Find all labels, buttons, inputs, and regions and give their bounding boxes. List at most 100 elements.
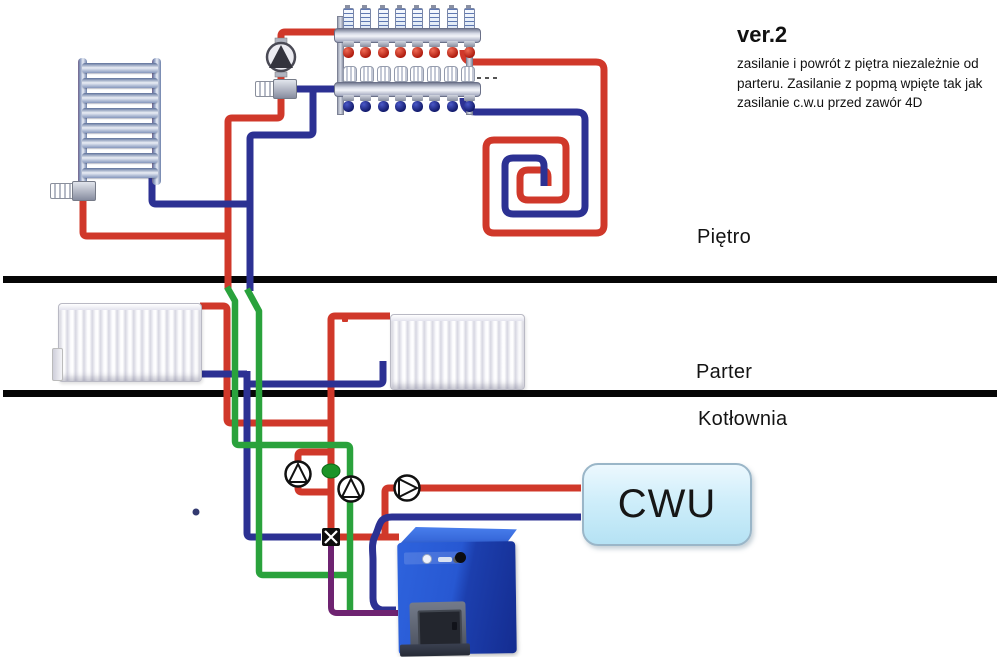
pipe-ground-supply-right bbox=[327, 312, 390, 529]
cwu-tank: CWU bbox=[582, 463, 752, 546]
pipe-boiler-return bbox=[328, 543, 398, 616]
radiator-valve-icon bbox=[72, 181, 96, 201]
manifold-bracket-icon bbox=[337, 16, 344, 115]
flow-meter-icon bbox=[412, 5, 424, 29]
pipe-ground-return-riser bbox=[243, 371, 321, 541]
label-floor-ground: Parter bbox=[696, 361, 753, 383]
pipe-cwu-return bbox=[369, 513, 581, 614]
annotation-line-3: zasilanie c.w.u przed zawór 4D bbox=[737, 95, 923, 110]
manifold-return-port-icon bbox=[377, 95, 389, 112]
manifold-return-port-icon bbox=[463, 95, 475, 112]
mixing-valve-4d-icon bbox=[322, 528, 340, 546]
thermo-actuator-icon bbox=[410, 66, 425, 82]
towel-bar bbox=[82, 168, 158, 178]
annotation-line-2: parteru. Zasilanie z popmą wpięte tak ja… bbox=[737, 75, 983, 91]
thermo-actuator-icon bbox=[393, 66, 408, 82]
towel-rail-right bbox=[152, 58, 161, 185]
manifold-supply-port-icon bbox=[343, 41, 354, 58]
flow-meter-icon bbox=[394, 5, 406, 29]
pipe-towel-return bbox=[148, 172, 250, 208]
manifold-return-port-icon bbox=[394, 95, 406, 112]
manifold-supply-port-icon bbox=[377, 41, 389, 58]
supply-port-row bbox=[343, 41, 475, 58]
thermo-actuator-icon bbox=[444, 66, 459, 82]
towel-bar bbox=[82, 153, 158, 163]
thermo-actuator-icon bbox=[427, 66, 442, 82]
towel-bar bbox=[82, 108, 158, 118]
manifold-supply-port-icon bbox=[429, 41, 441, 58]
pipe-ground-supply-left bbox=[200, 302, 330, 427]
manifold-return-bar bbox=[334, 82, 481, 97]
pipe-floorheating-supply-spiral bbox=[459, 49, 608, 237]
boiler-gauge-icon bbox=[422, 554, 432, 564]
pump-boiler-circuit-icon bbox=[284, 460, 312, 488]
label-floor-upper: Piętro bbox=[697, 226, 752, 248]
towel-rail-left bbox=[78, 58, 87, 185]
boiler-door-latch-icon bbox=[452, 622, 457, 630]
floor-slab-upper bbox=[3, 276, 997, 283]
drip-dot-artifact bbox=[192, 508, 200, 516]
pipe-upper-circuit-return bbox=[244, 287, 350, 579]
thermostatic-head-icon bbox=[255, 81, 275, 97]
flow-meter-icon bbox=[343, 5, 354, 29]
towel-radiator bbox=[70, 55, 170, 205]
boiler-damper-knob-icon bbox=[455, 552, 466, 563]
pipe-ground-return-right bbox=[249, 361, 387, 388]
manifold-supply-port-icon bbox=[463, 41, 475, 58]
manifold-return-port-icon bbox=[446, 95, 458, 112]
upper-floor-circuit-pipes bbox=[224, 285, 354, 611]
towel-bar bbox=[82, 123, 158, 133]
flow-meter-icon bbox=[377, 5, 389, 29]
flow-meter-icon bbox=[463, 5, 475, 29]
radiator-side-panel bbox=[52, 348, 63, 381]
flow-meter-icon bbox=[429, 5, 441, 29]
version-title: ver.2 bbox=[737, 22, 788, 47]
manifold-supply-port-icon bbox=[412, 41, 424, 58]
supply-pipes bbox=[79, 28, 608, 541]
boiler-base bbox=[399, 643, 471, 657]
floor-slab-ground bbox=[3, 390, 997, 397]
towel-bar bbox=[82, 138, 158, 148]
pump-upper-circuit-icon bbox=[337, 475, 365, 503]
thermo-actuator-row bbox=[343, 66, 475, 82]
manifold-supply-bar bbox=[334, 28, 481, 43]
towel-bar bbox=[82, 78, 158, 88]
radiator-ground-left bbox=[58, 303, 202, 382]
manifold-supply-port-icon bbox=[446, 41, 458, 58]
check-valve-icon bbox=[321, 463, 341, 479]
towel-bars bbox=[82, 63, 158, 178]
towel-bar bbox=[82, 93, 158, 103]
thermo-actuator-icon bbox=[359, 66, 374, 82]
supply-valve-icon bbox=[273, 79, 297, 99]
manifold-return-port-icon bbox=[343, 95, 354, 112]
manifold-return-port-icon bbox=[412, 95, 424, 112]
pipe-cwu-supply bbox=[381, 484, 581, 537]
cwu-label: CWU bbox=[617, 482, 717, 526]
annotation-line-1: zasilanie i powrót z piętra niezależnie … bbox=[737, 56, 979, 71]
manifold-return-port-icon bbox=[429, 95, 441, 112]
thermo-actuator-icon bbox=[343, 66, 357, 82]
return-pipes bbox=[148, 85, 589, 541]
air-vent-stub bbox=[342, 315, 348, 322]
pipe-upper-circuit-supply bbox=[224, 285, 354, 573]
pipe-towel-supply bbox=[79, 199, 228, 240]
manifold-return-port-icon bbox=[360, 95, 372, 112]
label-floor-basement: Kotłownia bbox=[698, 408, 788, 430]
circulation-pump-upper-icon bbox=[265, 37, 297, 78]
manifold-supply-port-icon bbox=[360, 41, 372, 58]
flow-meter-icon bbox=[360, 5, 372, 29]
flow-meter-row bbox=[343, 5, 475, 29]
boiler-badge bbox=[438, 557, 452, 562]
solid-fuel-boiler bbox=[392, 526, 530, 657]
manifold-supply-port-icon bbox=[394, 41, 406, 58]
pipe-floorheating-return-spiral bbox=[459, 97, 589, 218]
thermo-actuator-icon bbox=[460, 66, 475, 82]
flow-meter-icon bbox=[446, 5, 458, 29]
towel-bar bbox=[82, 63, 158, 73]
version-annotation: ver.2 zasilanie i powrót z piętra niezal… bbox=[737, 22, 987, 113]
thermo-actuator-icon bbox=[376, 66, 391, 82]
boiler-control-strip bbox=[403, 551, 463, 565]
radiator-ground-right bbox=[390, 314, 525, 390]
